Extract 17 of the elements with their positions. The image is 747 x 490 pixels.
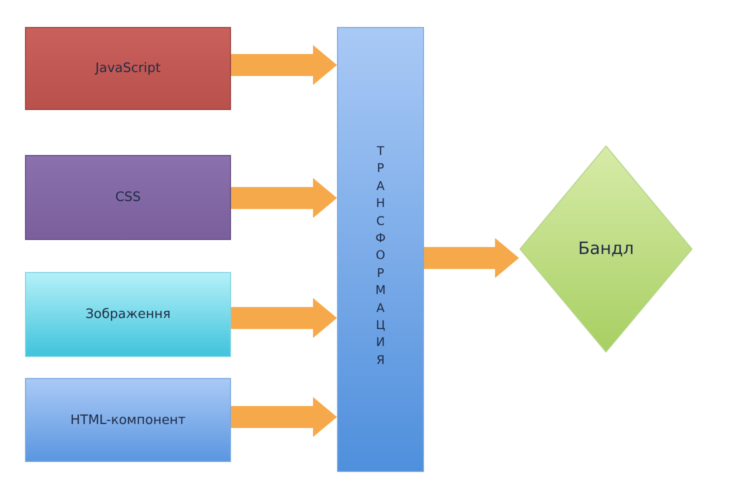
process-box (25, 155, 231, 240)
node-label: ТРАНСФОРМАЦИЯ (374, 143, 386, 369)
process-box (25, 27, 231, 110)
block-arrow (231, 45, 337, 85)
process-box (25, 272, 231, 357)
process-bar (337, 27, 424, 472)
block-arrow (231, 178, 337, 218)
block-arrow (231, 298, 337, 338)
node-label: Бандл (578, 239, 634, 259)
node-label: CSS (115, 190, 141, 205)
block-arrow (424, 238, 519, 278)
node-label: HTML-компонент (70, 412, 186, 428)
node-label: Зображення (85, 307, 171, 322)
node-label: JavaScript (95, 61, 161, 76)
decision-diamond (519, 145, 693, 353)
process-box (25, 378, 231, 462)
block-arrow (231, 397, 337, 437)
